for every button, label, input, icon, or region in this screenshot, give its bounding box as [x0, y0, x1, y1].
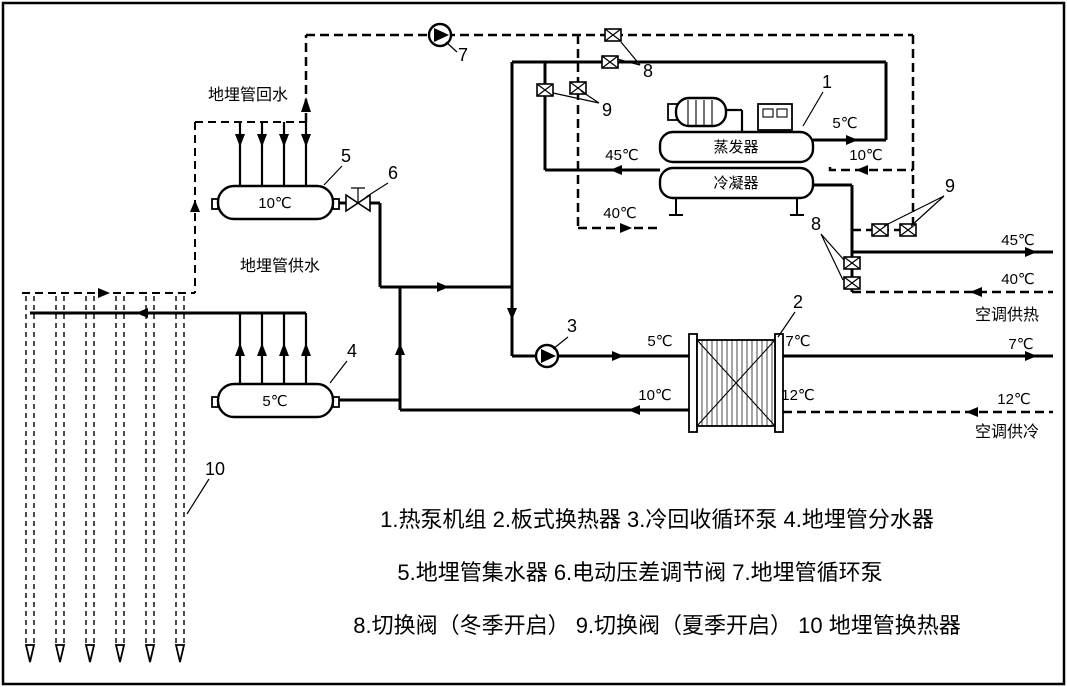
compressor-motor — [674, 96, 728, 128]
legend: 1.热泵机组 2.板式换热器 3.冷回收循环泵 4.地埋管分水器 5.地埋管集水… — [353, 507, 961, 638]
switch-valve-8a-icon — [604, 28, 622, 42]
temp-return-12: 12℃ — [997, 391, 1031, 408]
temp-hx-out-7: 7℃ — [785, 333, 810, 350]
distributor-temp-label: 5℃ — [262, 393, 287, 410]
callout-numbers: 1 2 3 4 5 6 7 8 9 8 9 10 — [205, 45, 955, 479]
label-ground-return: 地埋管回水 — [208, 86, 288, 104]
callout-9-mid: 9 — [602, 100, 612, 120]
temp-evap-out: 5℃ — [832, 115, 857, 132]
callout-5: 5 — [341, 146, 351, 166]
temp-return-40: 40℃ — [1001, 271, 1035, 288]
temp-supply-45: 45℃ — [1001, 232, 1035, 249]
temp-hx-in-5: 5℃ — [647, 333, 672, 350]
label-ground-supply: 地埋管供水 — [240, 257, 320, 275]
legend-line-3: 8.切换阀（冬季开启） 9.切换阀（夏季开启） 10 地埋管换热器 — [353, 613, 961, 638]
switch-valve-9d-icon — [899, 223, 917, 237]
label-ac-heating: 空调供热 — [975, 306, 1039, 324]
condenser-shell — [658, 166, 815, 200]
switch-valve-9c-icon — [871, 223, 889, 237]
switch-valve-8d-icon — [843, 276, 861, 290]
callout-4: 4 — [347, 341, 357, 361]
distributor-tank: 5℃ — [211, 382, 340, 419]
switch-valve-8c-icon — [843, 256, 861, 270]
evaporator-shell — [658, 130, 815, 164]
callout-7: 7 — [458, 45, 468, 65]
evaporator-label: 蒸发器 — [713, 139, 758, 156]
legend-line-1: 1.热泵机组 2.板式换热器 3.冷回收循环泵 4.地埋管分水器 — [380, 507, 934, 532]
legend-line-2: 5.地埋管集水器 6.电动压差调节阀 7.地埋管循环泵 — [397, 560, 882, 585]
callout-1: 1 — [822, 72, 832, 92]
label-ac-cooling: 空调供冷 — [975, 423, 1039, 441]
temp-supply-7: 7℃ — [1008, 336, 1033, 353]
temp-hx-out-10: 10℃ — [638, 387, 672, 404]
temp-ground-in: 10℃ — [849, 147, 883, 164]
temp-cond-in: 40℃ — [603, 205, 637, 222]
cold-recovery-pump-3 — [534, 343, 560, 369]
callout-9-right: 9 — [945, 176, 955, 196]
ground-loop-u-tubes — [24, 296, 186, 663]
plate-heat-exchanger — [688, 333, 784, 433]
borehole-tip-icon — [24, 644, 186, 663]
collector-temp-label: 10℃ — [258, 195, 292, 212]
callout-10: 10 — [205, 459, 225, 479]
switch-valve-9a-icon — [536, 83, 554, 97]
callout-8-top: 8 — [643, 61, 653, 81]
temp-cond-out: 45℃ — [605, 147, 639, 164]
ground-loop-pump-7 — [427, 22, 453, 48]
callout-leaders — [186, 41, 945, 515]
flow-arrow-icons — [98, 97, 1037, 417]
pressure-valve-6-icon — [345, 187, 371, 213]
collector-tank: 10℃ — [211, 184, 340, 221]
temp-hx-in-12: 12℃ — [781, 387, 815, 404]
condenser-label: 冷凝器 — [713, 175, 758, 192]
text-labels: 地埋管回水 地埋管供水 空调供热 空调供冷 — [208, 86, 1039, 441]
temperature-labels: 5℃ 45℃ 10℃ 40℃ 45℃ 40℃ 7℃ 12℃ 5℃ 10℃ 7℃ … — [603, 115, 1035, 408]
callout-8-right: 8 — [811, 214, 821, 234]
callout-2: 2 — [793, 292, 803, 312]
callout-3: 3 — [567, 316, 577, 336]
switch-valve-8b-icon — [601, 55, 619, 69]
heat-pump-unit: 蒸发器 冷凝器 — [658, 96, 815, 216]
callout-6: 6 — [388, 163, 398, 183]
